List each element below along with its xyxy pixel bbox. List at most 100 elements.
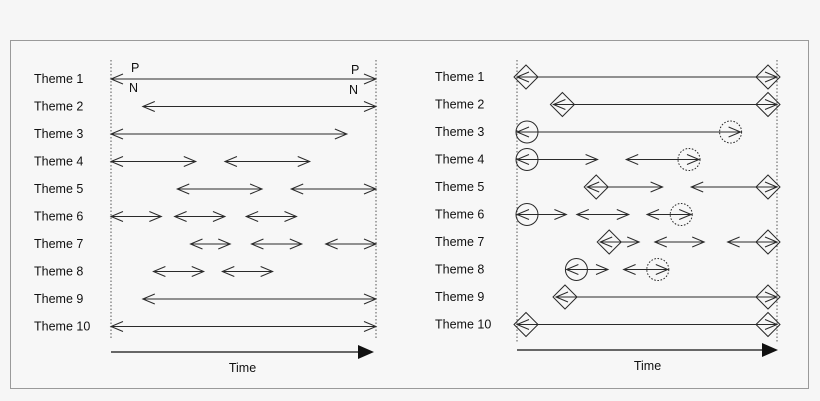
left-theme-label: Theme 9 [34,292,83,306]
arrow-head-right [764,71,779,83]
right-theme-label: Theme 2 [435,98,484,112]
left-theme-label: Theme 6 [34,210,83,224]
arrow-head-right [616,209,631,220]
left-theme-arrow [221,266,274,277]
arrow-head-left [189,238,203,250]
left-end-marker-p: P [351,63,359,77]
dotted-circle-marker [669,203,693,226]
arrow-head-left [289,183,304,195]
arrow-head-right [679,209,693,220]
left-theme-arrow [109,321,378,332]
right-theme-label: Theme 7 [435,235,484,249]
left-theme-label: Theme 10 [34,320,90,334]
arrow-head-left [689,181,704,193]
arrow-head-right [149,211,163,222]
arrow-head-left [645,209,660,220]
arrow-head-left [515,71,530,83]
diamond-marker [755,311,781,338]
arrow-head-left [554,291,569,303]
arrow-head-right [363,73,378,85]
arrow-head-right [585,154,599,165]
right-time-axis-arrowhead [762,343,778,357]
arrow-head-right [650,181,664,193]
right-theme-label: Theme 9 [435,290,484,304]
arrow-head-right [363,293,378,305]
arrow-head-right [728,126,742,138]
left-theme-arrow [141,293,378,305]
right-theme-label: Theme 5 [435,180,484,194]
left-theme-label: Theme 8 [34,265,83,279]
diamond-marker [755,64,781,90]
arrow-head-right [363,101,378,112]
arrow-head-right [764,99,779,110]
left-theme-label: Theme 4 [34,155,83,169]
right-theme-arrow [515,319,779,330]
arrow-head-left [552,99,566,110]
arrow-head-left [109,156,124,167]
right-theme-arrow [552,99,779,110]
arrow-head-left [250,238,264,250]
diamond-marker [583,174,609,200]
right-theme-label: Theme 3 [435,125,484,139]
arrow-head-left [515,209,530,220]
arrow-head-left [109,211,124,222]
circle-marker [515,203,539,226]
left-theme-label: Theme 2 [34,100,83,114]
arrow-head-right [334,128,349,140]
left-theme-arrow [250,238,304,250]
arrow-head-left [109,73,124,85]
circle-marker [564,258,588,281]
arrow-head-left [221,266,235,277]
left-time-axis-arrowhead [358,345,374,359]
arrow-head-left [585,181,600,193]
right-theme-arrow [653,236,706,248]
arrow-head-left [726,236,740,248]
arrow-head-right [692,236,706,248]
arrow-head-right [212,211,227,222]
diamond-marker [513,64,539,90]
diamond-marker [513,311,539,338]
left-theme-label: Theme 1 [34,72,83,86]
arrow-head-left [175,183,190,195]
arrow-head-right [554,209,568,220]
left-theme-arrow [189,238,232,250]
left-start-marker-p: P [131,61,139,75]
diamond-marker [755,229,781,255]
arrow-head-right [595,264,610,275]
left-time-axis-label: Time [229,361,256,375]
left-end-marker-n: N [349,83,358,97]
arrow-head-right [363,321,378,332]
arrow-head-right [655,264,670,275]
right-theme-arrow [515,154,599,165]
right-theme-arrow [585,181,664,193]
arrow-head-right [764,319,779,330]
left-theme-arrow [141,101,378,112]
diamond-marker [755,91,781,118]
right-theme-label: Theme 8 [435,263,484,277]
arrow-head-left [141,101,155,112]
left-theme-arrow [289,183,378,195]
diamond-marker [549,91,576,118]
left-theme-arrow [223,156,312,167]
arrow-head-left [565,264,579,275]
arrow-head-left [109,321,124,332]
arrow-head-right [764,181,779,193]
arrow-head-right [183,156,198,167]
arrow-head-right [260,266,274,277]
arrow-head-right [363,238,378,250]
arrow-head-left [152,266,166,277]
arrow-head-left [515,126,530,138]
left-theme-arrow [175,183,264,195]
arrow-head-right [686,154,701,165]
left-theme-arrow [109,128,349,140]
arrow-head-right [627,236,641,248]
right-theme-arrow [515,126,742,138]
left-theme-arrow [152,266,206,277]
left-theme-label: Theme 5 [34,182,83,196]
arrow-head-left [244,211,259,222]
arrow-head-right [363,183,378,195]
right-theme-arrow [645,209,693,220]
arrow-head-right [284,211,298,222]
arrow-head-left [575,209,589,220]
arrow-head-left [223,156,238,167]
